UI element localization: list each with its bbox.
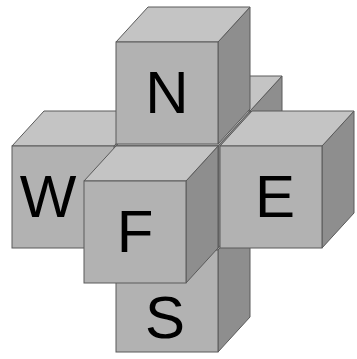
cube-shape [116, 7, 250, 144]
cube-label: N [145, 63, 188, 123]
cube-box: N [116, 42, 218, 144]
cube-label: W [20, 167, 77, 227]
cube-box: W [12, 146, 114, 248]
cube-front-face [220, 146, 322, 248]
cube-front-face [84, 181, 186, 283]
cube-shape [220, 111, 354, 248]
cube-label: F [117, 202, 154, 262]
cube-top-face [84, 146, 218, 181]
cube-top-face [220, 111, 354, 146]
cube-top-face [116, 7, 250, 42]
cube-front-face [116, 42, 218, 144]
cube-box: E [220, 146, 322, 248]
cube-label: S [145, 288, 185, 348]
cube-label: E [255, 167, 295, 227]
cube-box: S [116, 250, 218, 352]
cube-shape [84, 146, 218, 283]
cube-box: F [84, 181, 186, 283]
